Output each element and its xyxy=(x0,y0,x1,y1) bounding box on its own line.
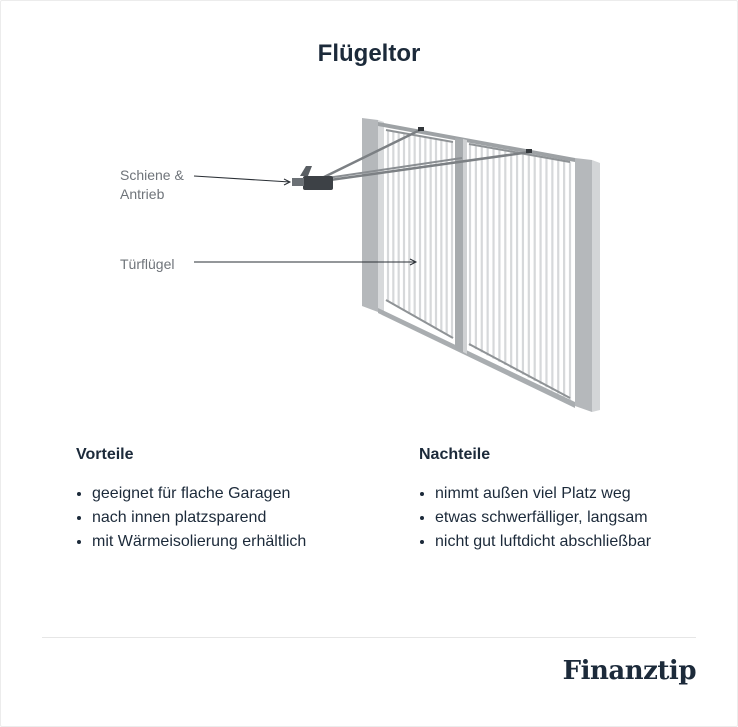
operator-arm-right xyxy=(329,150,531,182)
list-item: etwas schwerfälliger, langsam xyxy=(435,506,719,530)
leaf-callout-label: Türflügel xyxy=(120,256,175,272)
advantages-heading: Vorteile xyxy=(76,446,134,463)
list-item: nimmt außen viel Platz weg xyxy=(435,482,719,506)
rail-callout-line1: Schiene & xyxy=(120,167,184,183)
disadvantages-heading: Nachteile xyxy=(419,446,491,463)
bottom-rail xyxy=(378,308,575,408)
operator-arm-left xyxy=(317,128,421,182)
list-item: geeignet für flache Garagen xyxy=(92,482,376,506)
rail-callout-line2: Antrieb xyxy=(120,186,165,202)
rail-callout-label: Schiene & Antrieb xyxy=(120,166,184,204)
gate-illustration xyxy=(193,118,600,412)
right-post xyxy=(575,158,592,412)
advantages-list: geeignet für flache Garagen nach innen p… xyxy=(76,482,376,554)
list-item: nach innen platzsparend xyxy=(92,506,376,530)
motor-unit xyxy=(303,176,333,190)
center-mullion-face xyxy=(463,139,467,354)
disadvantages-list: nimmt außen viel Platz weg etwas schwerf… xyxy=(419,482,719,554)
center-mullion xyxy=(455,138,463,352)
brand-logo: Finanztip xyxy=(562,656,697,686)
right-post-face xyxy=(592,160,600,412)
left-post xyxy=(362,118,378,312)
left-post-face xyxy=(378,120,384,314)
rail-callout-line xyxy=(193,175,291,183)
list-item: nicht gut luftdicht abschließbar xyxy=(435,530,719,554)
footer-divider xyxy=(42,637,696,638)
disadvantages-section: Nachteile nimmt außen viel Platz weg etw… xyxy=(419,446,719,554)
advantages-section: Vorteile geeignet für flache Garagen nac… xyxy=(76,446,376,554)
page-title: Flügeltor xyxy=(317,40,421,67)
gate-slats xyxy=(386,130,572,400)
list-item: mit Wärmeisolierung erhältlich xyxy=(92,530,376,554)
